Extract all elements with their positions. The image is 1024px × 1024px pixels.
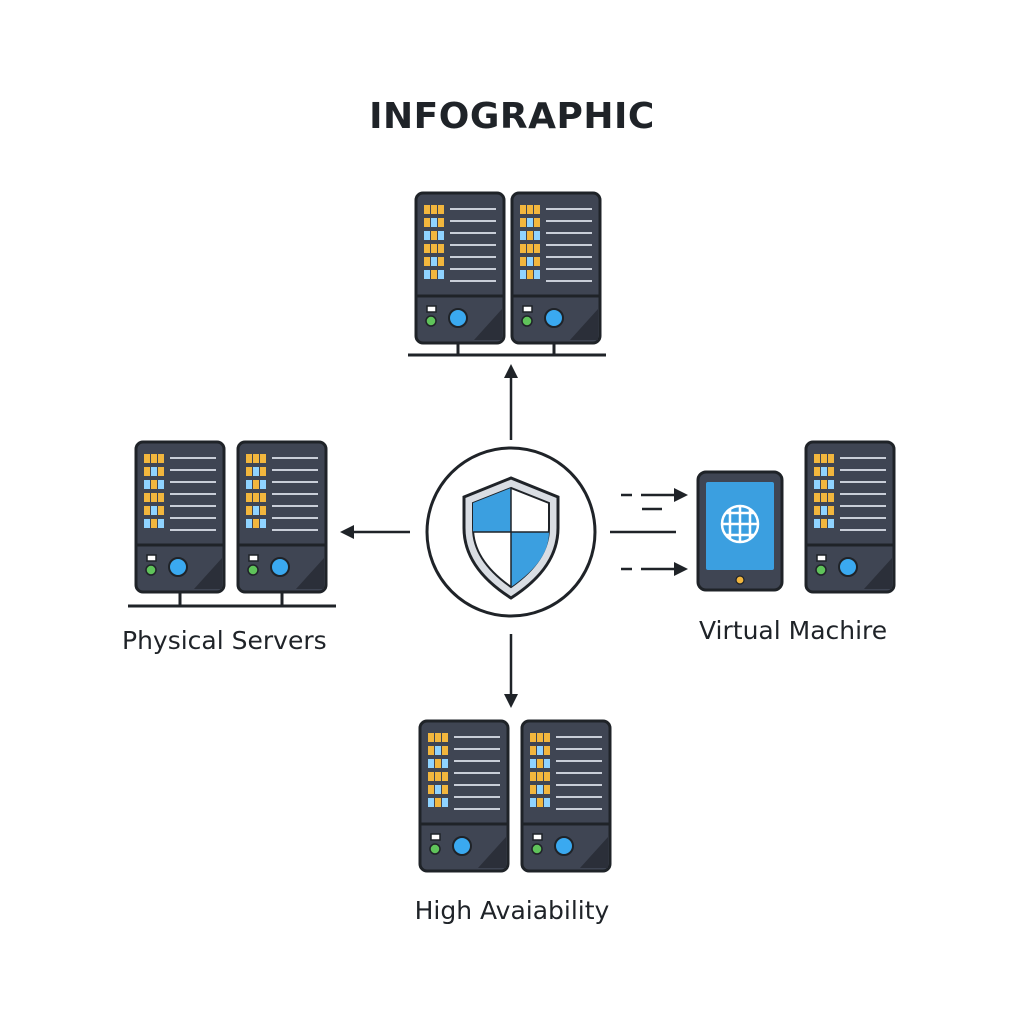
server-group-physical: [128, 440, 336, 608]
security-hub: [425, 446, 597, 618]
server-rack-icon: [236, 440, 328, 594]
globe-icon: [720, 504, 760, 544]
server-rack-icon: [414, 191, 506, 345]
server-rack-icon: [804, 440, 896, 594]
server-group-top: [408, 191, 606, 357]
server-rack-icon: [134, 440, 226, 594]
server-rack-icon: [520, 719, 612, 873]
server-group-availability: [418, 719, 612, 873]
label-physical-servers: Physical Servers: [122, 626, 327, 655]
connection-arrows: [340, 364, 688, 708]
diagram-title: INFOGRAPHIC: [369, 96, 655, 137]
server-group-virtual: [696, 440, 896, 594]
server-rack-icon: [418, 719, 510, 873]
tablet-icon: [696, 470, 784, 592]
shield-icon: [462, 476, 560, 600]
label-high-availability: High Avaiability: [414, 896, 610, 925]
server-rack-icon: [510, 191, 602, 345]
label-virtual-machine: Virtual Machire: [699, 616, 888, 645]
